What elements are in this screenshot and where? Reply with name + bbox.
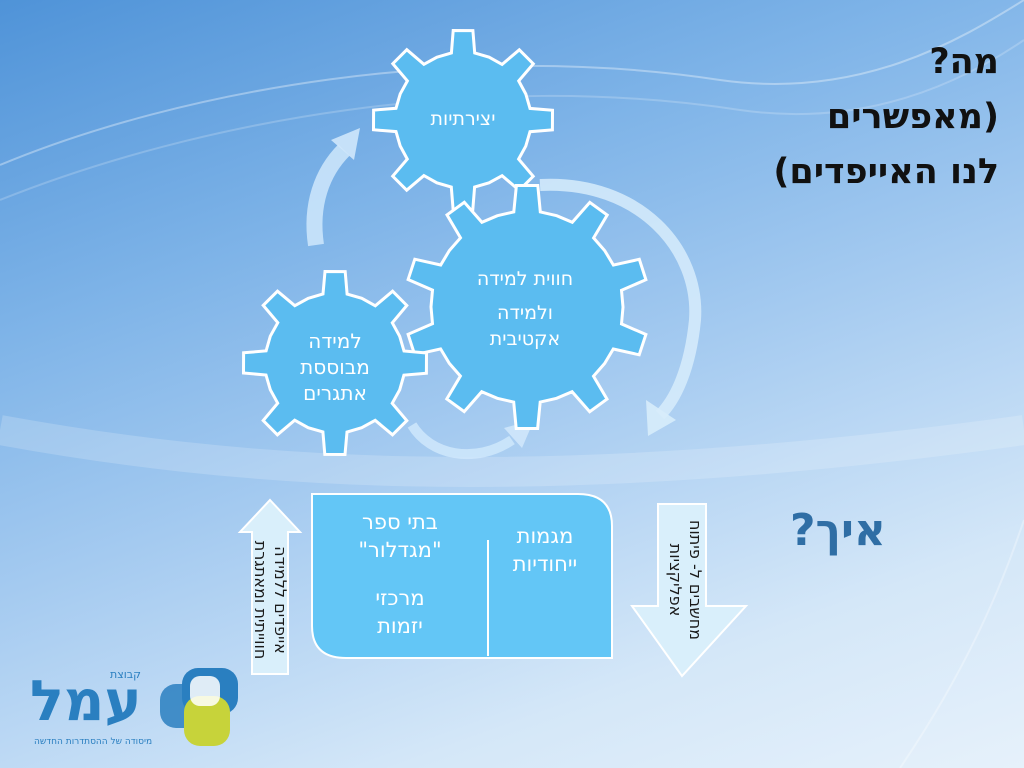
gear-left-label: למידה מבוססת אתגרים — [270, 328, 400, 406]
logo-subtitle: מיסודה של ההסתדרות החדשה — [34, 737, 153, 747]
how-label: איך? — [790, 505, 886, 556]
box-schools-line-1: בתי ספר — [362, 510, 438, 534]
cycle-arrow-right — [539, 178, 702, 420]
page-title: מה? (מאפשרים לנו האייפדים) — [659, 35, 999, 200]
gear-top-label: יצירתיות — [430, 108, 496, 130]
gear-center-shape — [406, 184, 648, 430]
programs-box — [311, 493, 613, 659]
gear-center-line-2: ולמידה — [497, 302, 553, 324]
cycle-arrow-right-head — [646, 400, 676, 436]
gear-challenge-learning — [241, 269, 429, 457]
box-centers-line-1: מרכזי — [375, 586, 425, 610]
gear-center-label: חווית למידה ולמידה אקטיבית — [445, 266, 605, 352]
title-line-3: לנו האייפדים) — [773, 152, 999, 192]
gear-active-learning — [406, 184, 648, 430]
gear-creativity — [371, 28, 555, 212]
gear-center-line-1: חווית למידה — [476, 268, 574, 290]
box-left-text: בתי ספר "מגדלור" מרכזי יזמות — [320, 508, 480, 640]
cycle-arrow-left — [306, 144, 350, 247]
box-tracks-line-1: מגמות — [516, 524, 574, 548]
gear-left-line-2: מבוססת — [300, 355, 370, 379]
gear-left-shape — [241, 269, 429, 457]
box-centers-line-2: יזמות — [377, 614, 423, 638]
title-line-2: (מאפשרים — [826, 97, 999, 137]
gear-left-line-3: אתגרים — [303, 381, 367, 405]
gear-top-shape — [371, 28, 555, 212]
logo-group-label: קבוצת — [110, 668, 141, 681]
down-arrow — [630, 503, 749, 678]
cycle-arrow-bottom — [407, 422, 515, 460]
gear-left-line-1: למידה — [308, 329, 362, 353]
box-schools-line-2: "מגדלור" — [358, 538, 442, 562]
logo-name: עמל — [30, 669, 142, 734]
title-line-1: מה? — [929, 42, 999, 82]
box-tracks-line-2: ייחודיות — [512, 552, 578, 576]
up-arrow — [237, 498, 303, 675]
cycle-arrow-left-head — [331, 128, 360, 160]
box-right-text: מגמות ייחודיות — [490, 522, 600, 578]
gear-center-line-3: אקטיבית — [489, 328, 561, 350]
